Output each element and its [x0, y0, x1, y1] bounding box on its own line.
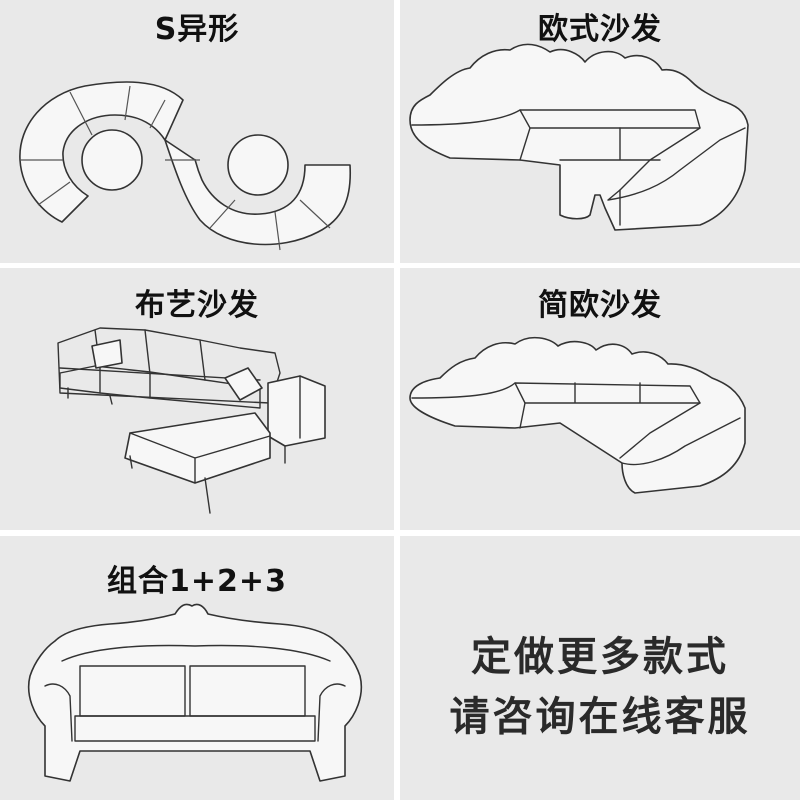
notice-line-1: 定做更多款式 — [471, 634, 729, 680]
tile-european: 欧式沙发 — [400, 0, 800, 263]
tile-label: 简欧沙发 — [538, 288, 662, 323]
tile-notice: 定做更多款式 请咨询在线客服 — [400, 536, 800, 800]
notice-line-2: 请咨询在线客服 — [449, 694, 751, 740]
tile-label: 组合1+2+3 — [107, 564, 287, 599]
tile-label: S异形 — [154, 12, 240, 47]
european-sofa-icon — [409, 43, 749, 231]
simple-european-sofa-icon — [409, 336, 746, 494]
tile-s-shaped: S异形 — [0, 0, 394, 263]
combination-sofa-icon — [27, 603, 363, 782]
tile-simple-european: 简欧沙发 — [400, 268, 800, 530]
s-shaped-sofa-icon — [19, 81, 352, 251]
tile-fabric: 布艺沙发 — [0, 268, 394, 530]
tile-label: 欧式沙发 — [538, 12, 662, 47]
fabric-sofa-icon — [57, 327, 326, 514]
tile-label: 布艺沙发 — [135, 288, 259, 323]
tile-combination: 组合1+2+3 — [0, 536, 394, 800]
